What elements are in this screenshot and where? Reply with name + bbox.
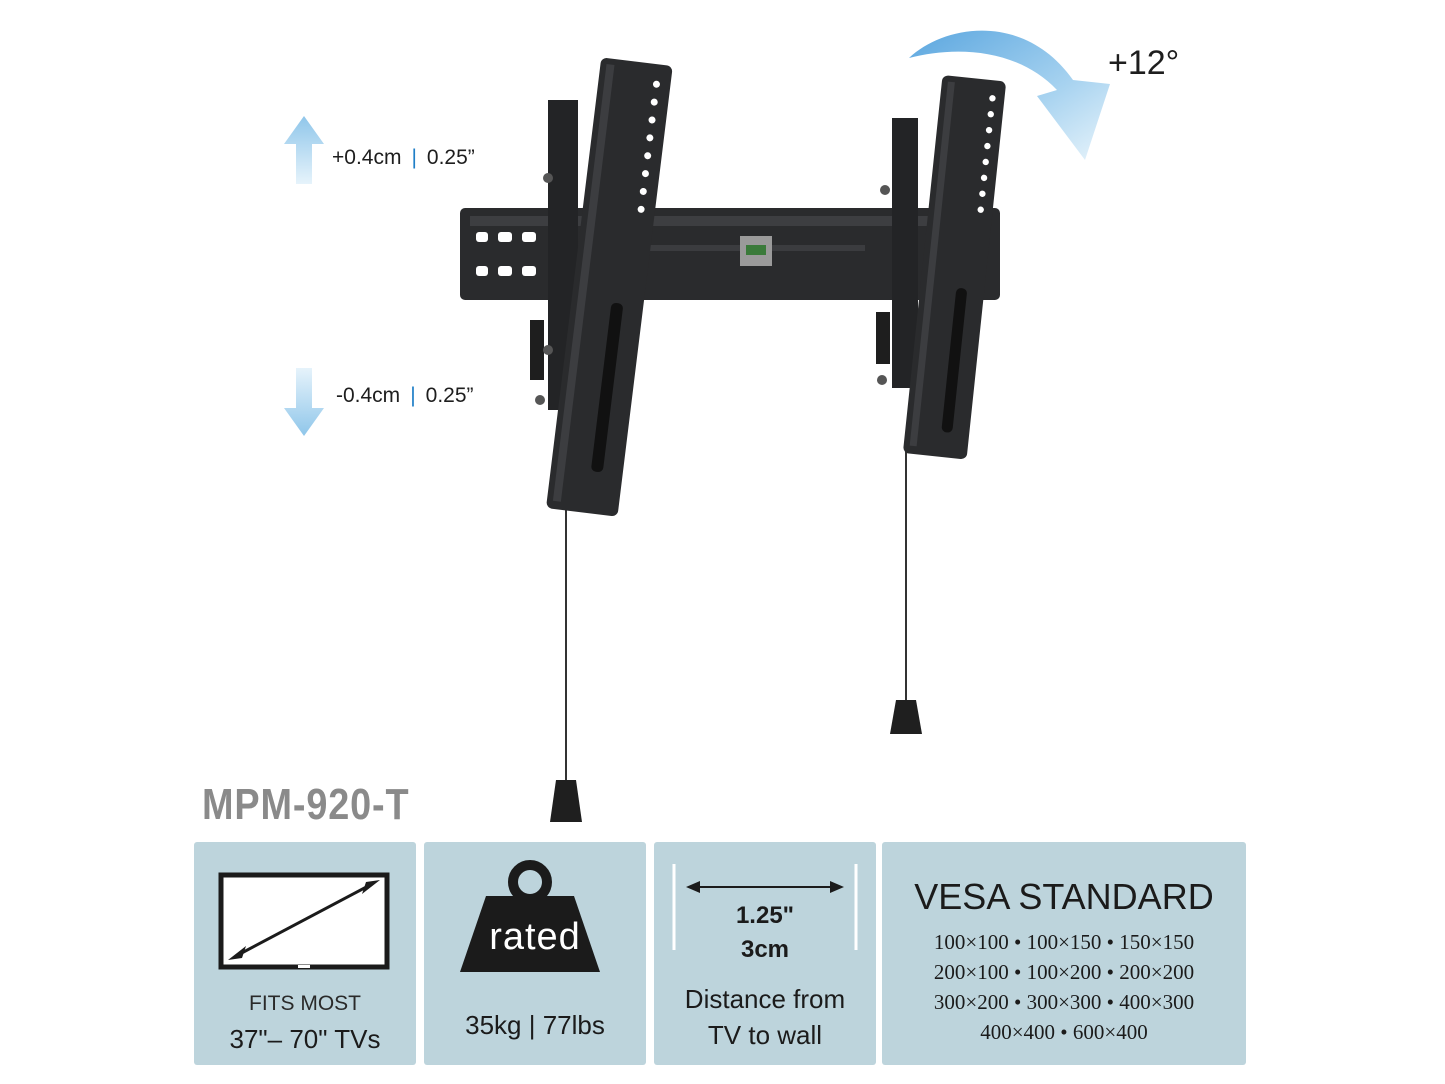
vesa-pattern-line: 100×100 • 100×150 • 150×150 — [933, 930, 1195, 954]
height-up-imperial: 0.25” — [426, 146, 475, 169]
vesa-pattern-line: 300×200 • 300×300 • 400×300 — [933, 990, 1195, 1014]
tv-size-range: 37"– 70" TVs — [229, 1024, 381, 1054]
vesa-pattern-line: 400×400 • 600×400 — [980, 1020, 1148, 1044]
cord-weight-right — [890, 700, 922, 734]
card-weight: rated 35kg | 77lbs — [424, 842, 646, 1065]
arrow-up-icon — [284, 116, 324, 184]
height-up-metric: +0.4cm — [332, 146, 402, 169]
height-down-label: -0.4cm | 0.25” — [336, 384, 474, 408]
arrow-down-icon — [284, 368, 324, 436]
distance-imperial: 1.25" — [735, 902, 795, 929]
tv-diagonal-icon — [218, 872, 390, 970]
height-down-imperial: 0.25” — [425, 384, 474, 407]
distance-metric: 3cm — [740, 936, 790, 963]
weight-icon — [460, 860, 600, 972]
rated-label: rated — [489, 916, 581, 958]
cord-weight-left — [550, 780, 582, 822]
fits-most-label: FITS MOST — [249, 992, 361, 1015]
separator: | — [410, 384, 416, 407]
height-up-label: +0.4cm | 0.25” — [332, 146, 475, 170]
height-down-metric: -0.4cm — [336, 384, 401, 407]
distance-caption-line2: TV to wall — [707, 1020, 823, 1050]
wall-mount-bracket — [460, 58, 1006, 822]
distance-arrow-icon — [672, 864, 858, 950]
separator: | — [411, 146, 417, 169]
card-tv-size: FITS MOST 37"– 70" TVs — [194, 842, 416, 1065]
card-wall-distance: 1.25" 3cm Distance from TV to wall — [654, 842, 876, 1065]
tilt-arrow-icon — [909, 30, 1110, 161]
vesa-pattern-line: 200×100 • 100×200 • 200×200 — [933, 960, 1195, 984]
distance-caption-line1: Distance from — [684, 984, 846, 1014]
vesa-title: VESA STANDARD — [914, 876, 1214, 917]
model-name: MPM-920-T — [202, 780, 410, 829]
card-vesa: VESA STANDARD 100×100 • 100×150 • 150×15… — [882, 842, 1246, 1065]
weight-capacity: 35kg | 77lbs — [465, 1010, 605, 1040]
tilt-label: +12° — [1108, 44, 1180, 82]
